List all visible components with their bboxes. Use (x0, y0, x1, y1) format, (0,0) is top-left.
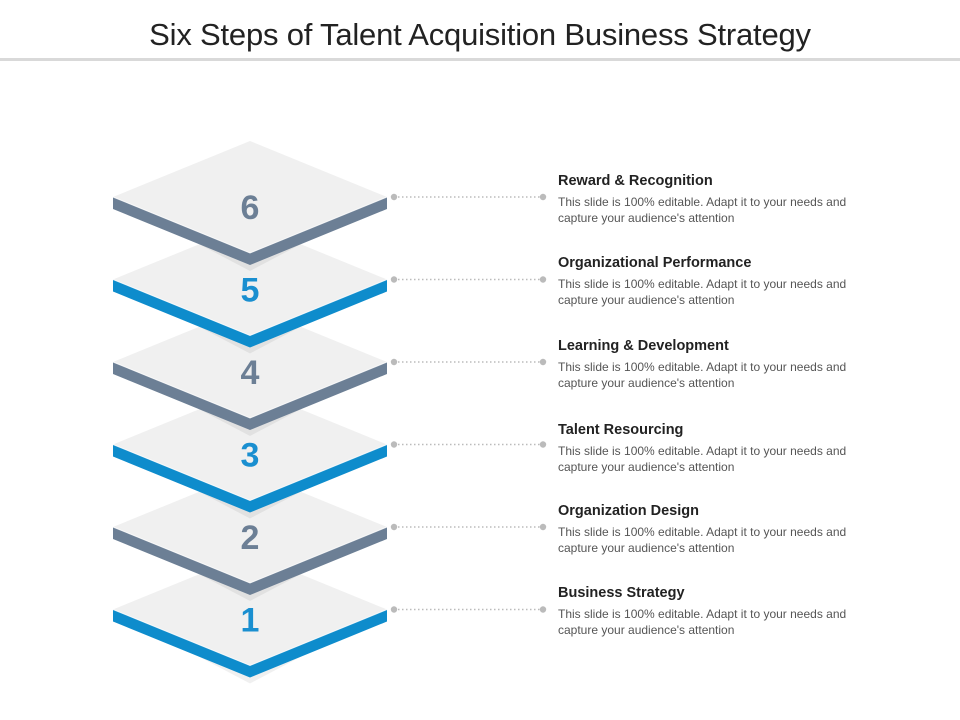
step-number: 5 (241, 272, 260, 310)
layer-side-band (113, 527, 387, 595)
layer-edge-highlight (112, 609, 388, 667)
layer-edge-highlight (112, 444, 388, 502)
step-text-6: Reward & Recognition This slide is 100% … (558, 173, 858, 226)
connector-dot-start (390, 358, 398, 366)
slide-title: Six Steps of Talent Acquisition Business… (149, 17, 811, 52)
step-description: This slide is 100% editable. Adapt it to… (558, 277, 847, 307)
step-heading: Organizational Performance (558, 255, 752, 271)
step-number: 3 (241, 437, 260, 475)
layer-edge-highlight (112, 279, 388, 337)
step-heading: Business Strategy (558, 585, 685, 601)
step-text-3: Talent Resourcing This slide is 100% edi… (558, 422, 858, 475)
step-heading: Reward & Recognition (558, 173, 713, 189)
layer-side-band (113, 279, 387, 348)
connector-dot-end (539, 276, 547, 283)
step-number: 2 (241, 519, 260, 557)
layer-side-band (113, 197, 387, 265)
step-heading: Learning & Development (558, 338, 729, 354)
connector-dot-start (390, 193, 398, 201)
layer-4: 4 (112, 306, 547, 436)
title-divider (0, 58, 960, 61)
layer-edge-highlight (112, 361, 388, 419)
layer-6: 6 (112, 141, 547, 271)
step-heading: Organization Design (558, 503, 699, 519)
connector-dot-start (390, 276, 398, 283)
layer-edge-highlight (112, 196, 388, 254)
step-number: 6 (241, 189, 260, 227)
step-number: 4 (241, 354, 260, 392)
layer-side-band (113, 609, 387, 678)
step-text-4: Learning & Development This slide is 100… (558, 338, 858, 391)
layer-side-band (113, 444, 387, 513)
connector-dot-end (539, 193, 547, 201)
step-description: This slide is 100% editable. Adapt it to… (558, 195, 847, 225)
connector-dot-end (539, 523, 547, 531)
connector-dot-start (390, 441, 398, 448)
layer-edge-highlight (112, 526, 388, 584)
layer-side-band (113, 362, 387, 430)
step-text-5: Organizational Performance This slide is… (558, 255, 858, 308)
step-description: This slide is 100% editable. Adapt it to… (558, 444, 847, 474)
step-number: 1 (241, 602, 260, 640)
step-description: This slide is 100% editable. Adapt it to… (558, 525, 847, 555)
step-text-2: Organization Design This slide is 100% e… (558, 503, 858, 556)
connector-dot-end (539, 358, 547, 366)
step-description: This slide is 100% editable. Adapt it to… (558, 607, 847, 637)
layer-3: 3 (112, 388, 547, 519)
connector-dot-end (539, 441, 547, 448)
connector-dot-start (390, 606, 398, 613)
step-description: This slide is 100% editable. Adapt it to… (558, 360, 847, 390)
step-heading: Talent Resourcing (558, 422, 684, 438)
connector-dot-start (390, 523, 398, 531)
layer-1: 1 (112, 553, 547, 684)
step-text-1: Business Strategy This slide is 100% edi… (558, 585, 858, 638)
connector-dot-end (539, 606, 547, 613)
layer-5: 5 (112, 223, 547, 354)
layer-2: 2 (112, 471, 547, 601)
